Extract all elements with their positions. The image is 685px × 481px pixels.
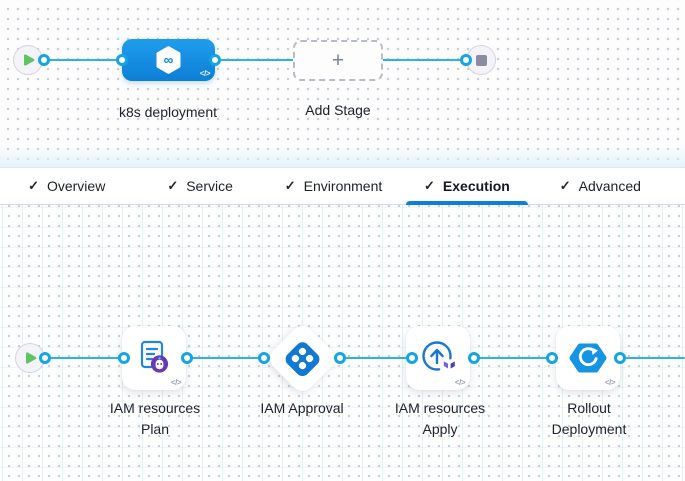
connector-point xyxy=(460,54,472,66)
rollout-deployment-icon xyxy=(569,343,607,373)
connector-line xyxy=(214,58,297,62)
connector-line xyxy=(620,356,685,360)
add-stage-label: Add Stage xyxy=(305,102,371,118)
play-icon xyxy=(26,352,37,364)
step-iam-resources-plan[interactable]: </> xyxy=(122,326,186,390)
play-icon xyxy=(24,54,35,66)
code-view-icon: </> xyxy=(604,378,616,387)
tab-overview[interactable]: ✓ Overview xyxy=(0,168,133,204)
connector-point xyxy=(334,352,346,364)
stage-label: k8s deployment xyxy=(118,104,218,120)
stage-node-k8s-deployment[interactable]: ∞ </> xyxy=(122,39,215,81)
tab-service[interactable]: ✓ Service xyxy=(133,168,266,204)
step-rollout-deployment[interactable]: </> xyxy=(556,326,620,390)
connector-point xyxy=(118,352,130,364)
svg-text:∞: ∞ xyxy=(164,52,174,67)
stop-icon xyxy=(475,54,487,66)
check-icon: ✓ xyxy=(559,178,571,193)
tab-label: Advanced xyxy=(578,178,641,194)
step-label: IAM resources Apply xyxy=(394,400,486,437)
connector-point xyxy=(468,352,480,364)
connector-point xyxy=(546,352,558,364)
active-tab-underline xyxy=(405,201,528,205)
connector-line xyxy=(381,58,467,62)
tab-label: Service xyxy=(186,178,233,194)
tab-environment[interactable]: ✓ Environment xyxy=(267,168,400,204)
tab-advanced[interactable]: ✓ Advanced xyxy=(534,168,667,204)
step-label: IAM Approval xyxy=(260,400,344,416)
code-view-icon: </> xyxy=(454,378,466,387)
connector-line xyxy=(44,58,124,62)
terraform-plan-icon xyxy=(140,340,169,373)
connector-point xyxy=(38,54,50,66)
harness-stage-icon: ∞ xyxy=(156,45,181,74)
connector-point xyxy=(181,352,193,364)
stage-graph-canvas[interactable]: ∞ </> + k8s deployment Add Stage xyxy=(0,0,685,167)
connector-point xyxy=(258,352,270,364)
tab-label: Execution xyxy=(442,178,510,194)
connector-line xyxy=(474,356,553,360)
tab-label: Overview xyxy=(46,178,106,194)
stage-config-tabbar: ✓ Overview ✓ Service ✓ Environment ✓ Exe… xyxy=(0,167,685,205)
tab-execution[interactable]: ✓ Execution xyxy=(400,168,533,205)
code-view-icon: </> xyxy=(170,378,182,387)
connector-line xyxy=(187,356,265,360)
step-label: Rollout Deployment xyxy=(551,400,627,437)
step-iam-resources-apply[interactable]: </> xyxy=(406,326,470,390)
terraform-apply-icon xyxy=(422,341,456,371)
connector-point xyxy=(116,54,128,66)
plus-icon: + xyxy=(331,48,345,72)
connector-point xyxy=(614,352,626,364)
tab-label: Environment xyxy=(303,178,383,194)
connector-point xyxy=(39,352,51,364)
add-stage-button[interactable]: + xyxy=(293,40,383,81)
check-icon: ✓ xyxy=(167,178,179,193)
connector-line xyxy=(45,356,125,360)
connector-point xyxy=(406,352,418,364)
step-iam-approval[interactable] xyxy=(264,320,340,396)
check-icon: ✓ xyxy=(28,178,39,193)
code-view-icon: </> xyxy=(199,69,211,78)
connector-line xyxy=(340,356,413,360)
approval-icon xyxy=(282,338,322,378)
check-icon: ✓ xyxy=(424,178,435,193)
step-label: IAM resources Plan xyxy=(109,400,201,437)
check-icon: ✓ xyxy=(284,178,296,193)
connector-point xyxy=(209,54,221,66)
execution-graph-canvas[interactable]: </> </> xyxy=(0,205,685,481)
